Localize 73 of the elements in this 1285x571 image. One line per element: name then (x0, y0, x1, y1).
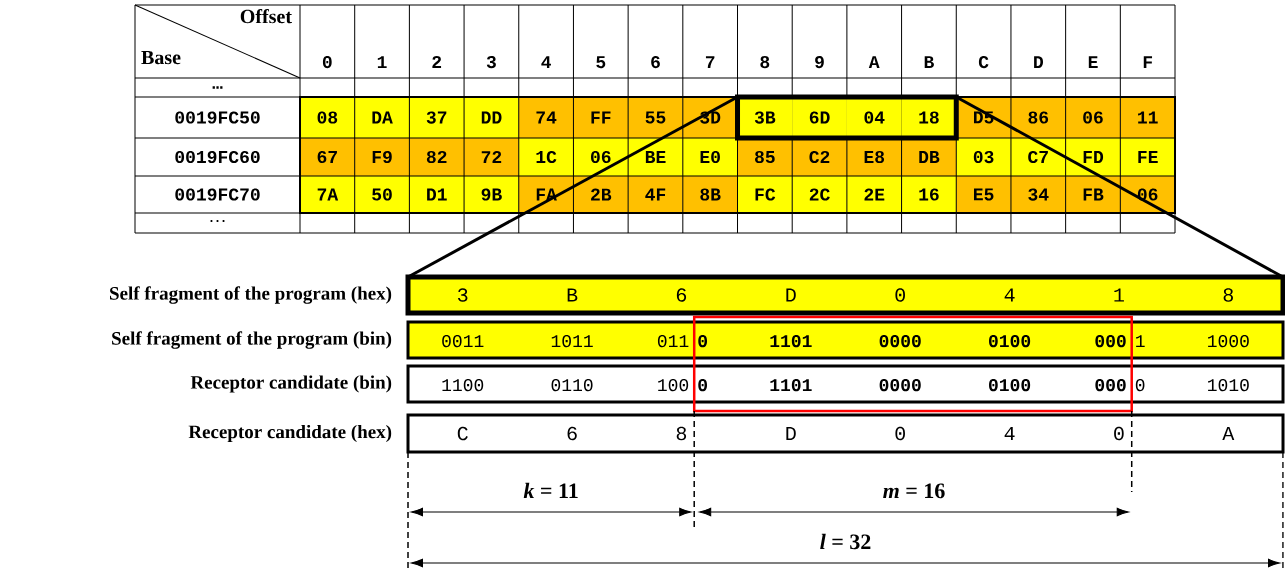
hex-digit: D (786, 288, 796, 302)
header-text: Offset (240, 9, 292, 24)
column-header: 6 (651, 55, 660, 69)
row-label: Receptor candidate (hex) (188, 424, 392, 443)
row-address: 0019FC50 (175, 111, 260, 124)
bit-group: 100 (658, 378, 689, 392)
column-header: 7 (705, 56, 715, 68)
highlight-box (735, 94, 959, 141)
bit-group: 1000 (1208, 334, 1249, 348)
row-label: Self fragment of the program (hex) (110, 286, 392, 304)
hex-digit: 3 (457, 288, 468, 302)
bit-group: 0100 (989, 334, 1031, 348)
hex-digit: 4 (1004, 426, 1015, 441)
hex-digit: 0 (895, 426, 905, 441)
bit-group: 1101 (770, 378, 812, 392)
dimension-label: l = 32 (820, 533, 871, 550)
bit-group: 1101 (770, 334, 812, 348)
bit-group: 000 (1095, 334, 1126, 348)
column-header: B (924, 56, 934, 68)
hex-digit: 4 (1004, 288, 1015, 302)
row-label: Self fragment of the program (bin) (112, 331, 392, 349)
bit-group: 0 (698, 334, 707, 348)
table-cell: 1C (518, 138, 574, 176)
column-header: 0 (322, 55, 332, 69)
column-header: 1 (377, 56, 387, 68)
bit-group: 1011 (551, 334, 593, 348)
bit-group: 000 (1095, 378, 1126, 392)
column-header: 9 (815, 55, 824, 69)
table-cell: E0 (682, 138, 738, 176)
table-cell: 67 (300, 138, 355, 176)
bit-group: 0 (698, 378, 707, 392)
column-header: E (1088, 56, 1098, 68)
bit-group: 1 (1136, 335, 1145, 347)
hex-digit: 6 (676, 288, 687, 302)
hex-digit: 8 (1223, 288, 1233, 302)
bit-group: 0110 (551, 378, 593, 392)
bit-group: 0100 (989, 378, 1031, 392)
bit-group: 0011 (442, 334, 484, 348)
hex-digit: A (1222, 426, 1235, 441)
bit-group: 1100 (442, 378, 484, 392)
bit-group: 011 (657, 334, 689, 348)
column-header: 5 (596, 56, 606, 69)
hex-digit: 6 (567, 426, 577, 441)
hex-digit: B (567, 288, 578, 302)
column-header: 2 (432, 55, 442, 68)
bit-group: 0000 (879, 334, 921, 348)
header-text: Base (141, 50, 181, 65)
column-header: 8 (760, 55, 770, 69)
row-address: 0019FC70 (175, 188, 260, 201)
column-header: A (868, 56, 880, 68)
dimension-label: m = 16 (883, 483, 945, 499)
column-header: F (1143, 56, 1153, 68)
row-label: Receptor candidate (bin) (190, 375, 392, 393)
row-address: 0019FC60 (175, 150, 260, 164)
ellipsis: … (212, 86, 223, 89)
column-header: C (978, 55, 989, 69)
hex-digit: 0 (1114, 426, 1124, 441)
bit-group: 1010 (1208, 378, 1249, 392)
ellipsis: … (210, 219, 225, 223)
hex-digit: D (786, 426, 796, 441)
hex-digit: 1 (1114, 288, 1124, 302)
table-cell: F9 (354, 138, 410, 176)
hex-digit: C (457, 426, 468, 441)
dimension-label: k = 11 (523, 482, 578, 498)
table-cell: 72 (464, 138, 519, 176)
column-header: 3 (486, 55, 496, 69)
bit-group: 0 (1135, 378, 1145, 392)
table-cell: 03 (956, 138, 1011, 176)
column-header: D (1034, 56, 1043, 68)
hex-digit: 0 (895, 288, 905, 302)
bit-group: 0000 (879, 378, 921, 392)
column-header: 4 (541, 56, 551, 68)
hex-digit: 8 (676, 426, 687, 441)
